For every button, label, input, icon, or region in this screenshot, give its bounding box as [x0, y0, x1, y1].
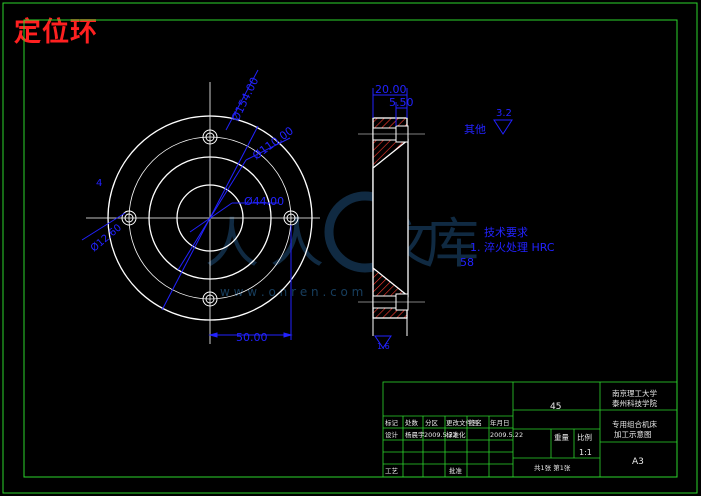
roughness-bottom: 1.6 [377, 342, 390, 351]
tb-r1-c2: 处数 [405, 418, 419, 427]
dim-w20: 20.00 [375, 83, 407, 96]
watermark-mark-4: 库 [425, 212, 479, 275]
tb-r2-c3: 2009.5.22 [424, 431, 457, 439]
dim-d12: Ø12.60 [88, 222, 124, 255]
bolt-hole-left [121, 210, 137, 226]
front-dimensions [81, 69, 293, 340]
inner-frame [23, 19, 678, 478]
arrow-left-50 [208, 332, 218, 338]
watermark-mark-1: 人 [205, 212, 259, 275]
dim-line-d44 [189, 202, 233, 233]
bolt-hole-left-inner [124, 213, 134, 223]
drawing-title: 定位环 [14, 17, 98, 48]
tb-part2: 加工示意图 [614, 429, 652, 439]
roughness-symbol [493, 119, 513, 135]
tb-sheet: A3 [632, 457, 644, 467]
tech-heading: 技术要求 [484, 226, 528, 239]
roughness-value: 3.2 [496, 108, 512, 119]
tb-r3-c1: 工艺 [385, 467, 399, 475]
arrow-right-50 [283, 332, 293, 338]
dim-line-d110 [177, 159, 247, 271]
tb-sheet-info: 共1张 第1张 [534, 463, 571, 472]
tb-r1-c4: 更改文件号 [446, 418, 479, 427]
bolt-hole-top [202, 129, 218, 145]
dim-line-d110-ext [245, 137, 291, 161]
watermark-url: w w w . o n r e n . c o m [220, 285, 363, 299]
tb-part1: 专用组合机床 [612, 419, 657, 429]
tb-r1-c5: 签名 [469, 418, 482, 427]
front-view [86, 82, 320, 344]
watermark: 人 人 文 库 w w w . o n r e n . c o m [205, 191, 479, 299]
tb-r1-c6: 年月日 [490, 418, 510, 427]
tb-weight: 重量 [554, 433, 569, 442]
tb-r1-c3: 分区 [425, 418, 439, 427]
tb-scale-val: 1:1 [579, 448, 592, 457]
dim-d110: Ø110.00 [250, 124, 296, 162]
dim-d44: Ø44.00 [244, 195, 284, 208]
tb-school2: 泰州科技学院 [612, 398, 657, 408]
bolt-holes [121, 129, 299, 307]
dim-line-d12 [81, 212, 126, 241]
title-block [382, 381, 678, 478]
bolt-hole-bottom-inner [205, 294, 215, 304]
dim-w5: 5.50 [389, 96, 414, 109]
tb-scale: 比例 [577, 432, 592, 442]
roughness-symbol-bottom [374, 335, 392, 349]
tb-school1: 南京理工大学 [612, 388, 657, 398]
tb-r2-c1: 设计 [385, 430, 399, 439]
tech-item1: 1. 淬火处理 HRC [470, 240, 555, 254]
dim-d154: Ø154.00 [229, 75, 261, 123]
tb-r2-c2: 杨晨宇 [405, 430, 425, 439]
section-view [358, 117, 425, 336]
tb-r3-c2: 批准 [449, 466, 463, 475]
dim-half: 50.00 [236, 331, 268, 344]
bolt-hole-right-inner [286, 213, 296, 223]
bolt-hole-top-inner [205, 132, 215, 142]
bolt-hole-bottom [202, 291, 218, 307]
tech-item2: 58 [460, 256, 474, 269]
tb-r2-c6: 2009.5.22 [490, 431, 523, 439]
tb-material: 45 [550, 402, 561, 412]
dim-count: 4 [96, 178, 102, 189]
bore-cutout [372, 138, 409, 298]
section-dimensions [372, 88, 513, 349]
dim-line-d154-ext [225, 69, 259, 131]
tb-r2-c4: 标准化 [446, 430, 466, 439]
tb-r1-c1: 标记 [385, 418, 399, 427]
roughness-label: 其他 [464, 123, 486, 136]
